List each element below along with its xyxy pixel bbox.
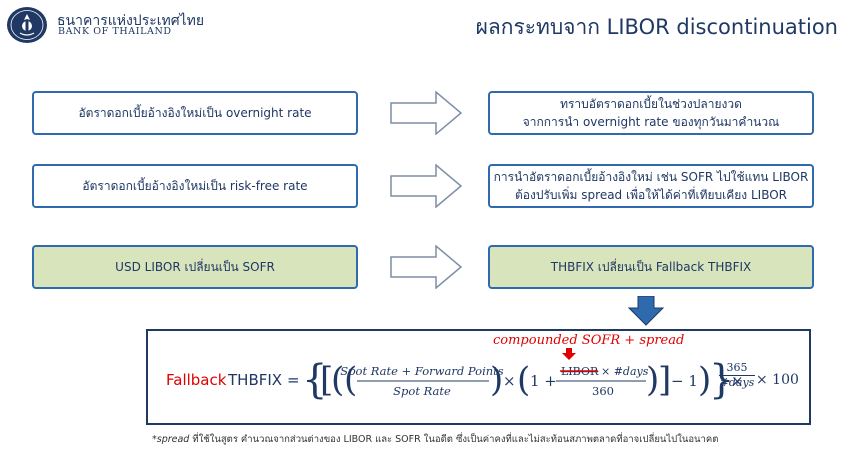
effect-text-line-2: จากการนำ overnight rate ของทุกวันมาคำนวณ [522, 115, 780, 129]
formula-label-fallback: Fallback [166, 371, 227, 389]
right-arrow-icon [390, 164, 462, 208]
formula-times-2: × [731, 372, 744, 390]
footnote-text: ที่ใช้ในสูตร คำนวณจากส่วนต่างของ LIBOR แ… [189, 434, 719, 445]
effect-box-overnight-rate: ทราบอัตราดอกเบี้ยในช่วงปลายงวด จากการนำ … [488, 91, 814, 135]
right-paren-2: ) [646, 360, 659, 400]
left-square-bracket: [ [320, 360, 333, 400]
denominator-days-text: #days [719, 376, 755, 389]
fallback-thbfix-formula-box [146, 329, 811, 425]
formula-label-thbfix: THBFIX [227, 371, 282, 389]
fraction-365-over-days: 365 #days [719, 361, 755, 390]
cause-text: อัตราดอกเบี้ยอ้างอิงใหม่เป็น risk-free r… [82, 179, 308, 193]
red-down-arrow-icon [562, 348, 576, 360]
right-curly-brace: } [709, 357, 734, 403]
libor-replacement-annotation: compounded SOFR + spread [493, 333, 685, 348]
effect-text: THBFIX เปลี่ยนเป็น Fallback THBFIX [550, 260, 752, 274]
footnote-spread: *spread [152, 434, 190, 445]
left-curly-brace: { [302, 357, 327, 403]
fraction-denominator-spot: Spot Rate [393, 384, 451, 398]
effect-text-line-1: การนำอัตราดอกเบี้ยอ้างอิงใหม่ เช่น SOFR … [493, 170, 809, 184]
org-name-thai: ธนาคารแห่งประเทศไทย [57, 13, 205, 29]
effect-text-line-1: ทราบอัตราดอกเบี้ยในช่วงปลายงวด [560, 97, 742, 111]
right-paren-inner: ) [490, 360, 503, 400]
formula-times-100: × 100 [756, 372, 799, 388]
cause-box-overnight-rate: อัตราดอกเบี้ยอ้างอิงใหม่เป็น overnight r… [32, 91, 358, 135]
cause-box-usd-libor: USD LIBOR เปลี่ยนเป็น SOFR [32, 245, 358, 289]
cause-text: อัตราดอกเบี้ยอ้างอิงใหม่เป็น overnight r… [78, 106, 312, 120]
numerator-365-text: 365 [719, 361, 755, 376]
formula-one-plus: 1 + [530, 372, 557, 390]
fraction-numerator-spot-forward: Spot Rate + Forward Points [340, 364, 503, 378]
slide-title: ผลกระทบจาก LIBOR discontinuation [475, 15, 838, 39]
fallback-thbfix-formula: Fallback THBFIX = { [ ( ( Spot Rate + Fo… [166, 357, 744, 403]
cause-text: USD LIBOR เปลี่ยนเป็น SOFR [115, 260, 275, 274]
denominator-360: 360 [592, 384, 614, 398]
effect-box-thbfix: THBFIX เปลี่ยนเป็น Fallback THBFIX [488, 245, 814, 289]
left-paren: ( [331, 360, 344, 400]
left-paren-inner: ( [344, 360, 357, 400]
bank-of-thailand-logo [7, 7, 47, 43]
formula-times-1: × [503, 372, 516, 390]
effect-text-line-2: ต้องปรับเพิ่ม spread เพื่อให้ได้ค่าที่เท… [515, 188, 787, 202]
org-name-english: BANK OF THAILAND [58, 26, 172, 37]
right-arrow-icon [390, 245, 462, 289]
down-arrow-icon [628, 296, 664, 326]
effect-box-risk-free-rate: การนำอัตราดอกเบี้ยอ้างอิงใหม่ เช่น SOFR … [488, 164, 814, 208]
formula-equals: = [287, 371, 300, 389]
cause-box-risk-free-rate: อัตราดอกเบี้ยอ้างอิงใหม่เป็น risk-free r… [32, 164, 358, 208]
right-square-bracket: ] [658, 360, 671, 400]
times-days: × #days [601, 365, 649, 378]
right-arrow-icon [390, 91, 462, 135]
formula-minus-one: − 1 [671, 372, 698, 390]
left-paren-2: ( [517, 360, 530, 400]
footnote: *spread ที่ใช้ในสูตร คำนวณจากส่วนต่างของ… [152, 432, 718, 447]
right-paren-outer: ) [698, 360, 711, 400]
